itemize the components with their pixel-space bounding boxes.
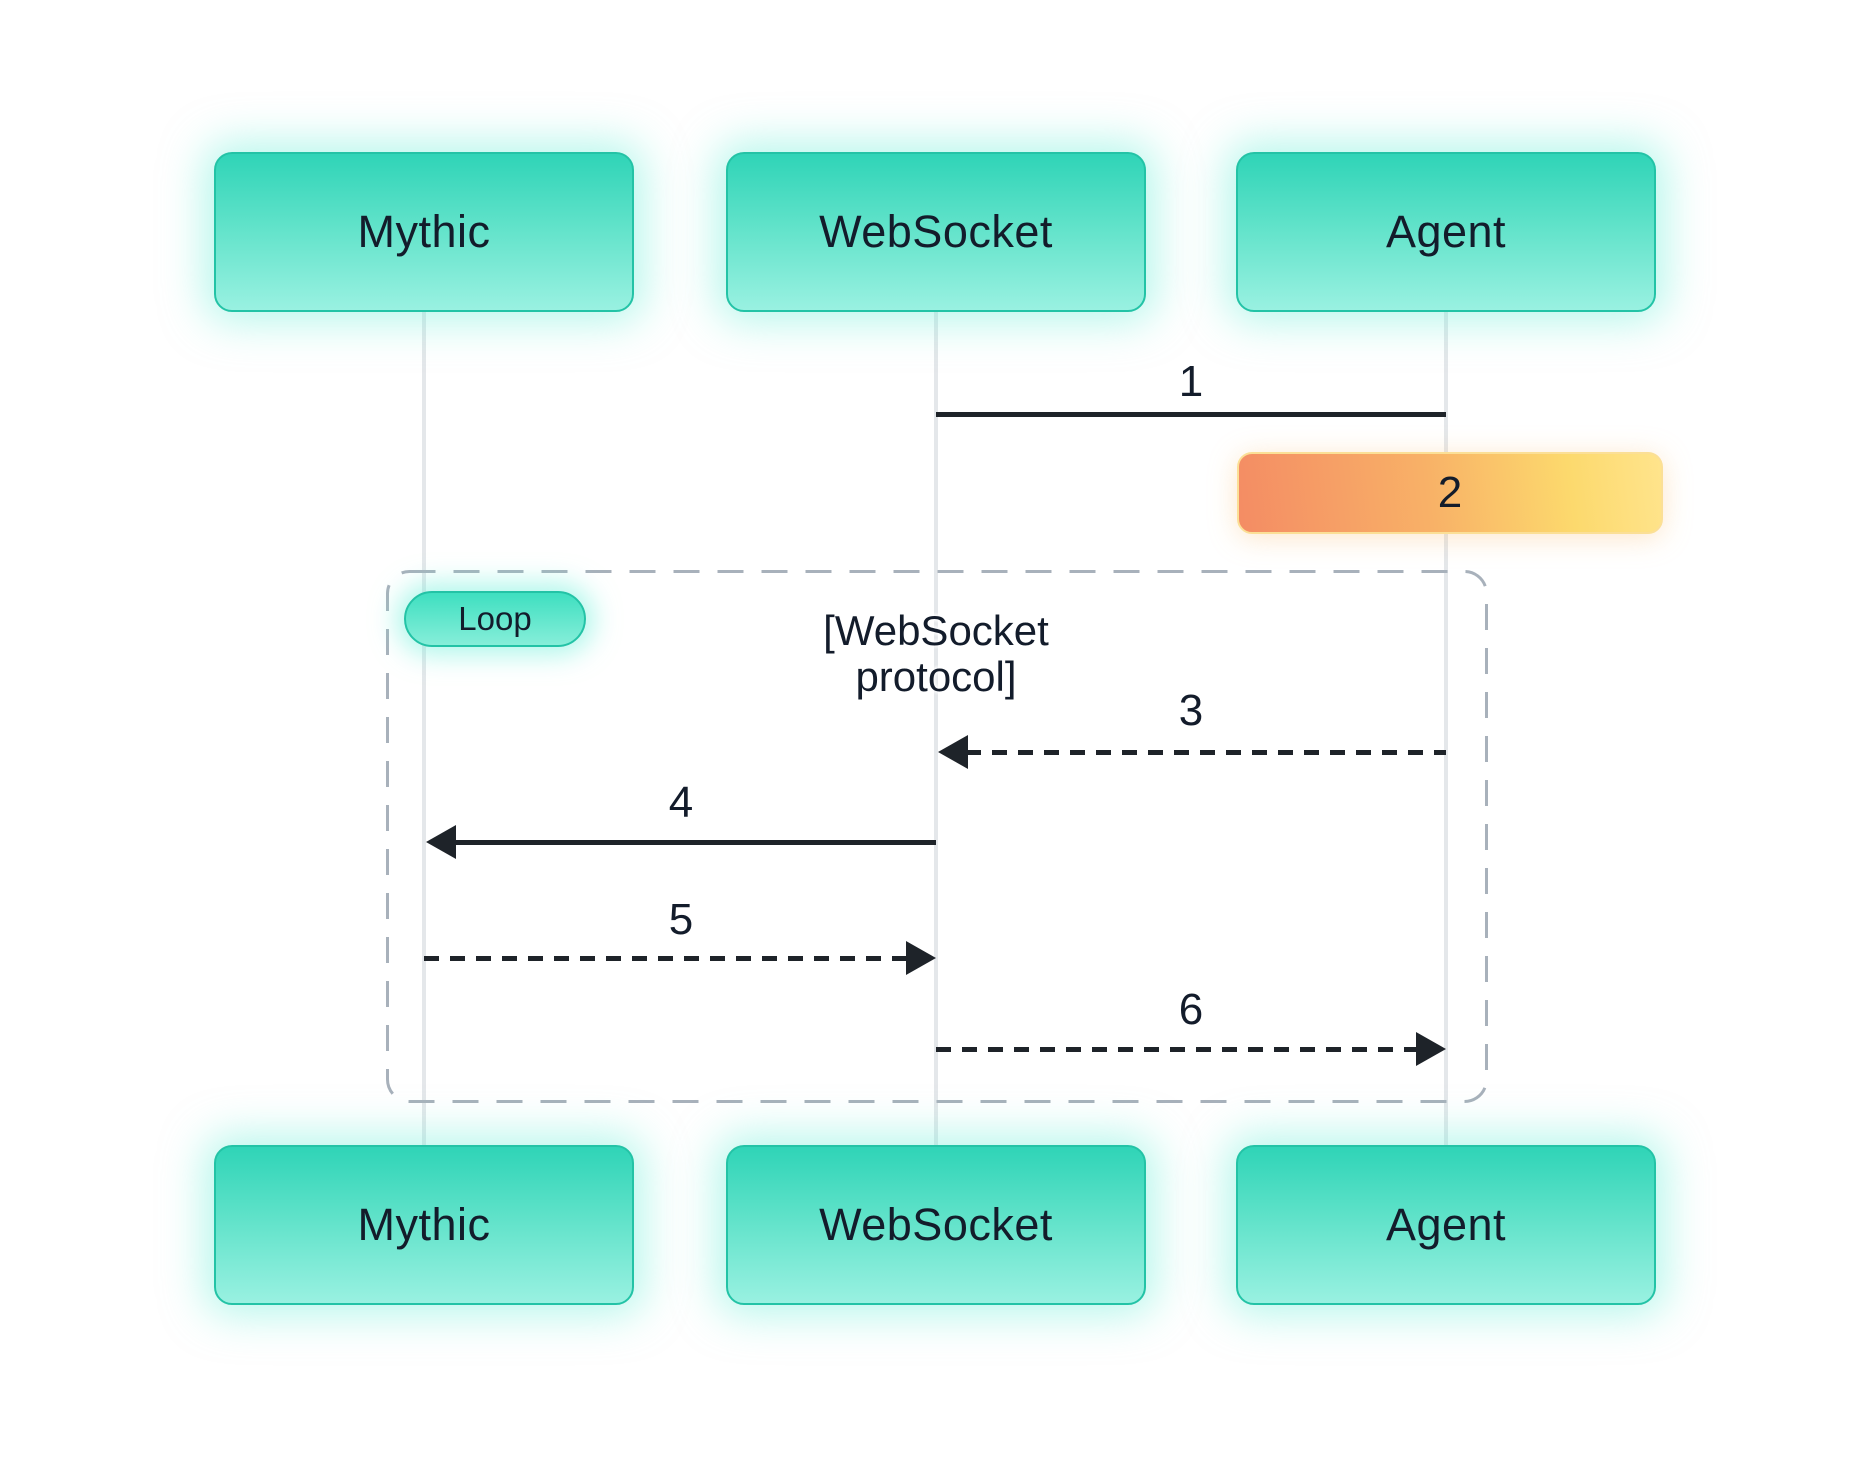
loop-badge: Loop	[404, 591, 586, 647]
participant-agent-bottom: Agent	[1236, 1145, 1656, 1305]
message-6-shaft	[936, 1046, 1418, 1052]
loop-badge-label: Loop	[458, 600, 532, 637]
message-4-arrowhead	[426, 825, 456, 859]
message-4-shaft	[454, 839, 936, 845]
loop-fragment: Loop [WebSocket protocol]	[386, 570, 1488, 1103]
participant-agent-top: Agent	[1236, 152, 1656, 312]
participant-mythic-bottom: Mythic	[214, 1145, 634, 1305]
message-1-label: 1	[1178, 357, 1204, 406]
message-3-label: 3	[1178, 686, 1204, 735]
message-1-shaft	[936, 411, 1446, 417]
loop-title: [WebSocket protocol]	[823, 607, 1049, 700]
message-3-shaft	[966, 749, 1446, 755]
message-6-line	[936, 1032, 1446, 1066]
loop-border	[386, 570, 1488, 1103]
participant-label: Agent	[1385, 1199, 1507, 1250]
message-6-label: 6	[1178, 985, 1204, 1034]
message-6-arrowhead	[1416, 1032, 1446, 1066]
message-3-line	[938, 735, 1446, 769]
message-2-label: 2	[1437, 468, 1463, 517]
message-5-shaft	[424, 955, 908, 961]
participant-label: Mythic	[357, 1199, 491, 1250]
participant-mythic-top: Mythic	[214, 152, 634, 312]
message-1-line	[936, 397, 1446, 431]
participant-label: WebSocket	[819, 206, 1053, 257]
lifeline-agent	[1444, 312, 1448, 1145]
participant-label: WebSocket	[819, 1199, 1053, 1250]
message-5-line	[424, 941, 936, 975]
activation-bar-agent: 2	[1237, 452, 1663, 534]
lifeline-websocket	[934, 312, 938, 1145]
participant-label: Mythic	[357, 206, 491, 257]
lifeline-mythic	[422, 312, 426, 1145]
message-4-line	[426, 825, 936, 859]
message-4-label: 4	[668, 778, 694, 827]
participant-label: Agent	[1385, 206, 1507, 257]
message-5-label: 5	[668, 895, 694, 944]
participant-websocket-bottom: WebSocket	[726, 1145, 1146, 1305]
message-5-arrowhead	[906, 941, 936, 975]
participant-websocket-top: WebSocket	[726, 152, 1146, 312]
message-3-arrowhead	[938, 735, 968, 769]
